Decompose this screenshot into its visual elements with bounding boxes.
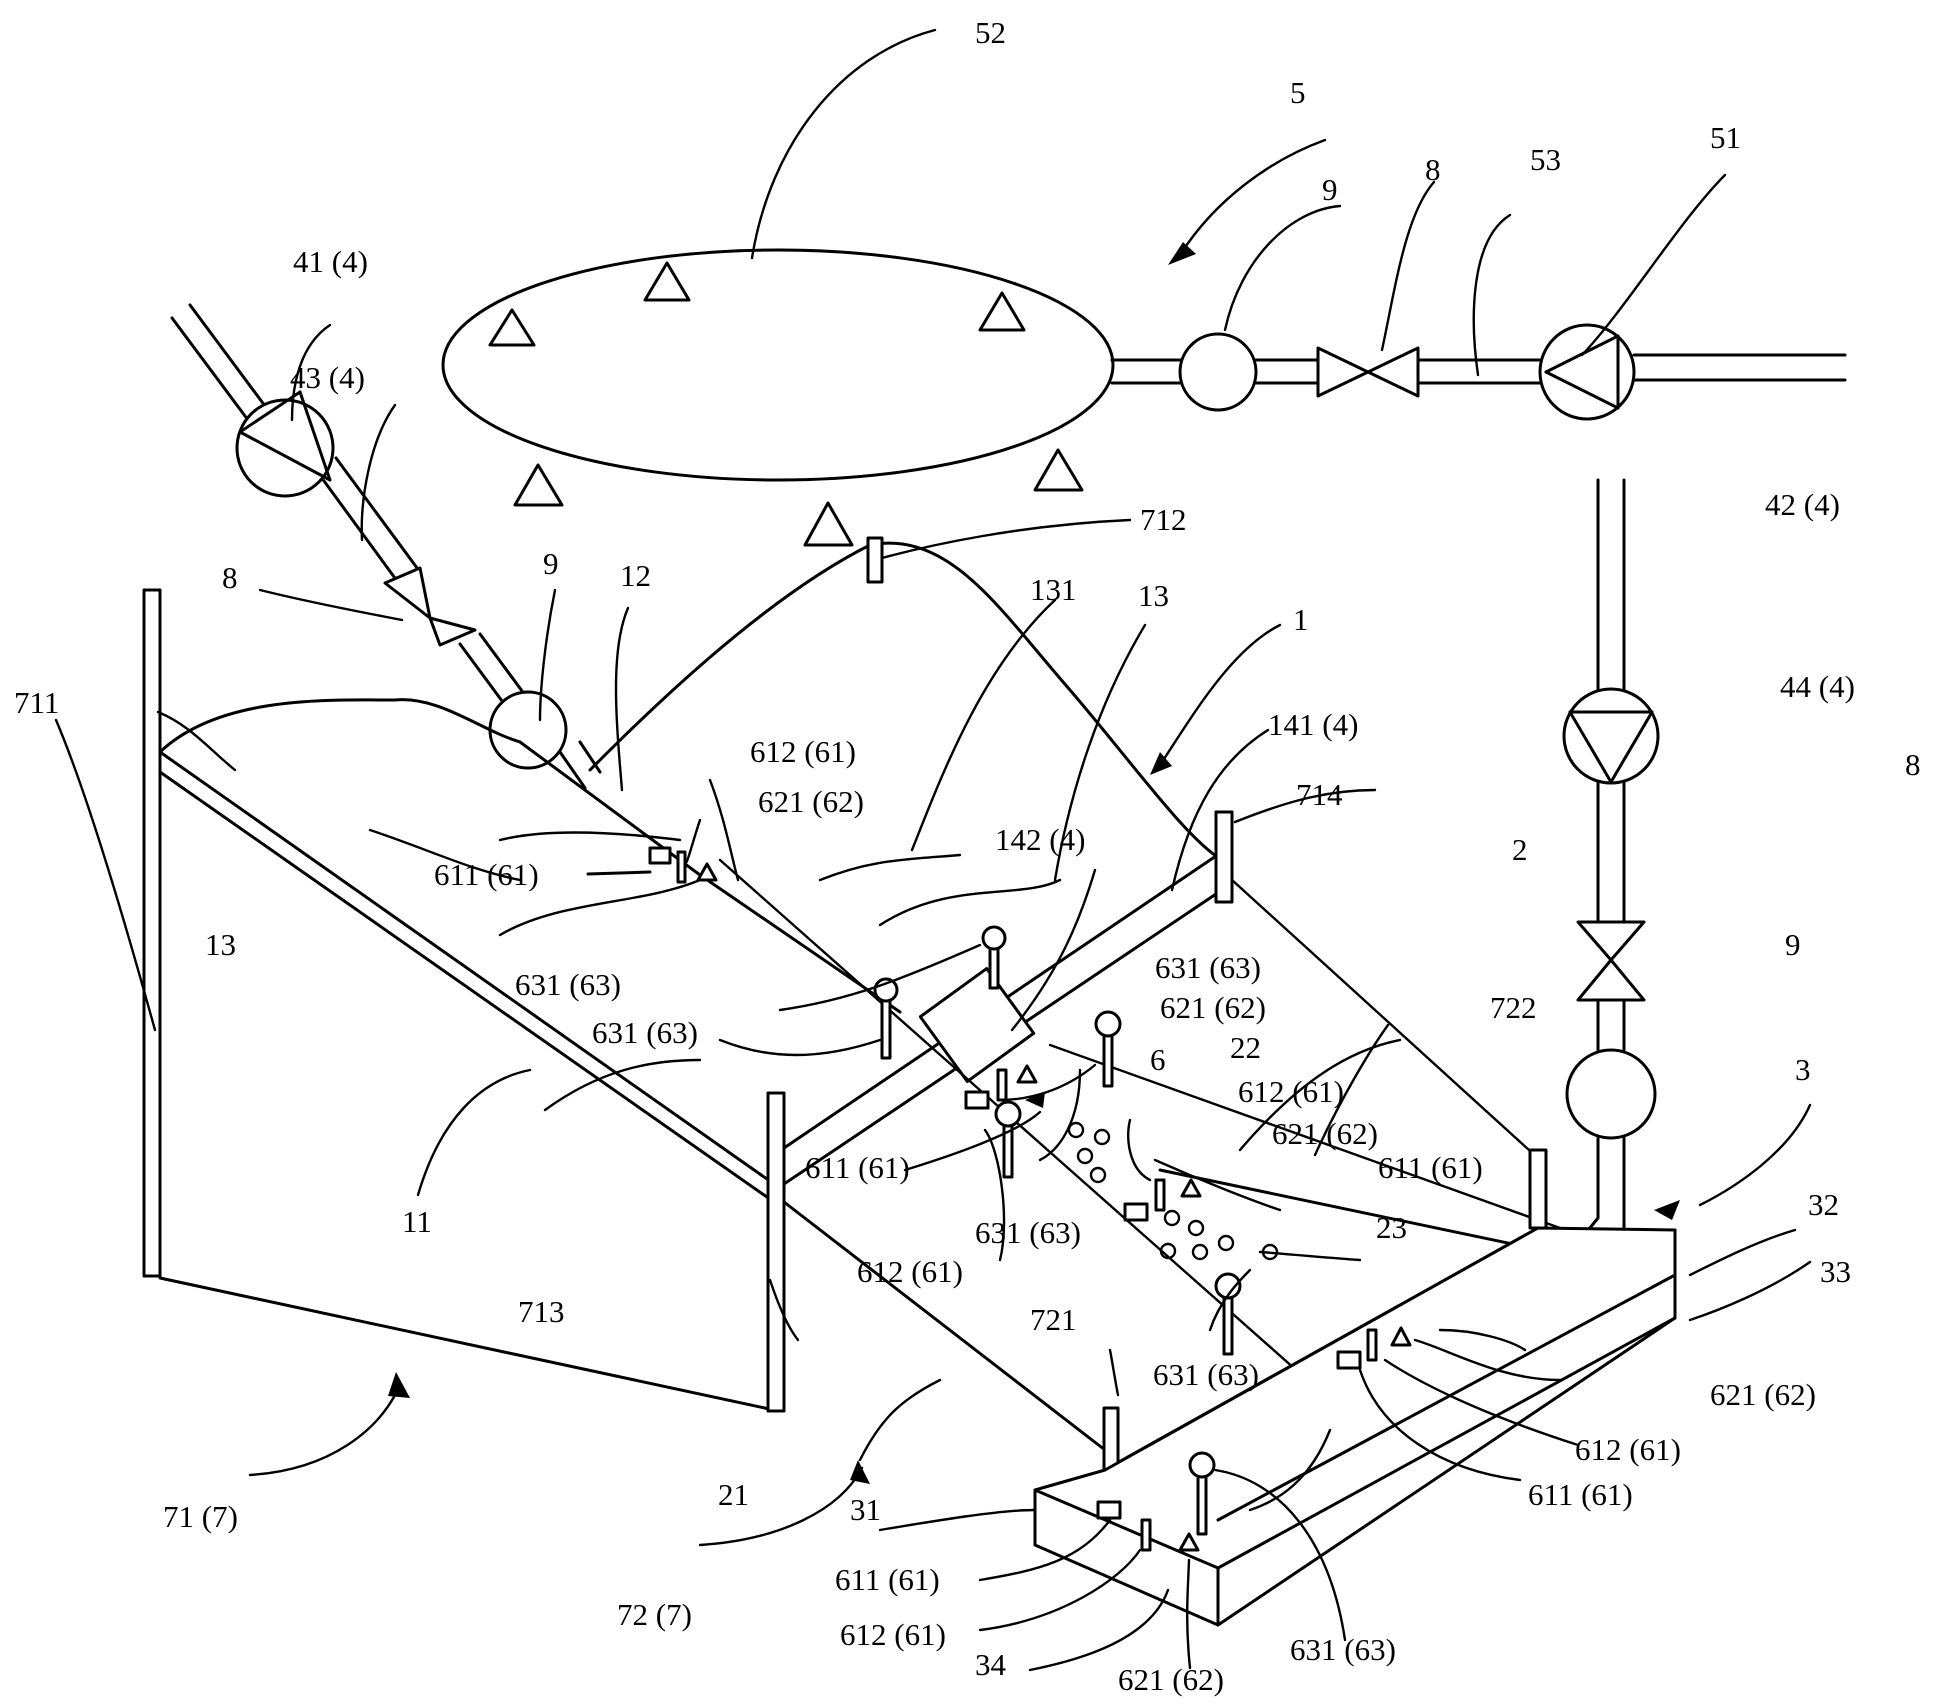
label-631-63: 631 (63) — [1153, 1357, 1259, 1392]
label-713: 713 — [518, 1294, 565, 1329]
label-612-61: 612 (61) — [1238, 1074, 1344, 1109]
label-722: 722 — [1490, 990, 1537, 1025]
label-3: 3 — [1795, 1052, 1811, 1087]
labels: 52 5 53 51 9 8 41 (4) 43 (4) 8 9 12 712 … — [14, 15, 1921, 1697]
label-2: 2 — [1512, 832, 1528, 867]
label-41-4: 41 (4) — [293, 244, 368, 279]
label-32: 32 — [1808, 1187, 1839, 1222]
label-612-61: 612 (61) — [1575, 1432, 1681, 1467]
label-711: 711 — [14, 685, 59, 720]
label-31: 31 — [850, 1492, 881, 1527]
label-71-7: 71 (7) — [163, 1499, 238, 1534]
label-8: 8 — [222, 560, 238, 595]
pipe-right-vertical — [1564, 480, 1658, 1262]
label-53: 53 — [1530, 142, 1561, 177]
label-9: 9 — [543, 546, 559, 581]
label-721: 721 — [1030, 1302, 1077, 1337]
label-714: 714 — [1296, 777, 1343, 812]
label-11: 11 — [402, 1204, 432, 1239]
spray-ring — [443, 250, 1113, 545]
label-13: 13 — [1138, 578, 1169, 613]
label-142-4: 142 (4) — [995, 822, 1085, 857]
label-141-4: 141 (4) — [1268, 707, 1358, 742]
label-44-4: 44 (4) — [1780, 669, 1855, 704]
label-611-61: 611 (61) — [1378, 1150, 1483, 1185]
label-621-62: 621 (62) — [1118, 1662, 1224, 1697]
label-9: 9 — [1322, 172, 1338, 207]
label-631-63: 631 (63) — [592, 1015, 698, 1050]
label-12: 12 — [620, 558, 651, 593]
label-621-62: 621 (62) — [1710, 1377, 1816, 1412]
label-43-4: 43 (4) — [290, 360, 365, 395]
label-1: 1 — [1293, 602, 1309, 637]
label-611-61: 611 (61) — [835, 1562, 940, 1597]
pipe-left-diagonal — [172, 305, 600, 788]
label-5: 5 — [1290, 75, 1306, 110]
label-8: 8 — [1425, 152, 1441, 187]
label-621-62: 621 (62) — [1160, 990, 1266, 1025]
label-611-61: 611 (61) — [434, 857, 539, 892]
collection-tank — [1035, 1228, 1675, 1625]
label-612-61: 612 (61) — [857, 1254, 963, 1289]
label-631-63: 631 (63) — [1155, 950, 1261, 985]
label-22: 22 — [1230, 1030, 1261, 1065]
label-131: 131 — [1030, 572, 1077, 607]
label-9: 9 — [1785, 927, 1801, 962]
label-42-4: 42 (4) — [1765, 487, 1840, 522]
label-621-62: 621 (62) — [1272, 1116, 1378, 1151]
label-631-63: 631 (63) — [1290, 1632, 1396, 1667]
label-8: 8 — [1905, 747, 1921, 782]
label-611-61: 611 (61) — [1528, 1477, 1633, 1512]
label-51: 51 — [1710, 120, 1741, 155]
label-611-61: 611 (61) — [805, 1150, 910, 1185]
label-631-63: 631 (63) — [975, 1215, 1081, 1250]
label-34: 34 — [975, 1647, 1007, 1682]
label-621-62: 621 (62) — [758, 784, 864, 819]
label-33: 33 — [1820, 1254, 1851, 1289]
label-612-61: 612 (61) — [840, 1617, 946, 1652]
label-23: 23 — [1376, 1210, 1407, 1245]
label-612-61: 612 (61) — [750, 734, 856, 769]
label-712: 712 — [1140, 502, 1187, 537]
label-13: 13 — [205, 927, 236, 962]
label-52: 52 — [975, 15, 1006, 50]
label-21: 21 — [718, 1477, 749, 1512]
label-631-63: 631 (63) — [515, 967, 621, 1002]
label-6: 6 — [1150, 1042, 1166, 1077]
label-72-7: 72 (7) — [617, 1597, 692, 1632]
